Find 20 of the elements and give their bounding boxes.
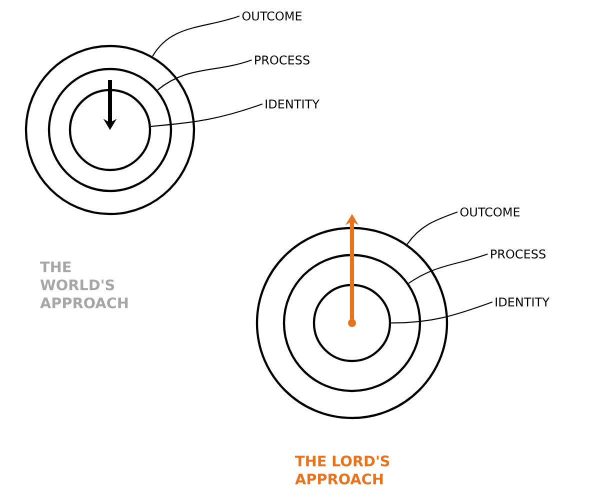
label-text: OUTCOME <box>242 11 302 21</box>
label-text: OUTCOME <box>460 207 520 217</box>
ring <box>256 226 448 420</box>
ring <box>24 44 196 216</box>
label-text: PROCESS <box>255 55 310 65</box>
leader-line <box>408 253 488 284</box>
caption-text: THE LORD'S APPROACH <box>295 456 390 484</box>
ring <box>48 68 172 192</box>
leader-line <box>391 301 493 324</box>
ring <box>312 284 392 362</box>
label-text: IDENTITY <box>266 100 320 108</box>
leader-line <box>157 59 252 90</box>
ring <box>68 88 152 172</box>
leader-line <box>406 211 458 245</box>
caption-text: THE WORLD'S APPROACH <box>40 262 128 308</box>
leader-line <box>152 15 240 57</box>
label-text: PROCESS <box>491 249 546 259</box>
label-text: IDENTITY <box>496 298 550 306</box>
leader-line <box>150 103 263 127</box>
ring <box>282 254 422 392</box>
